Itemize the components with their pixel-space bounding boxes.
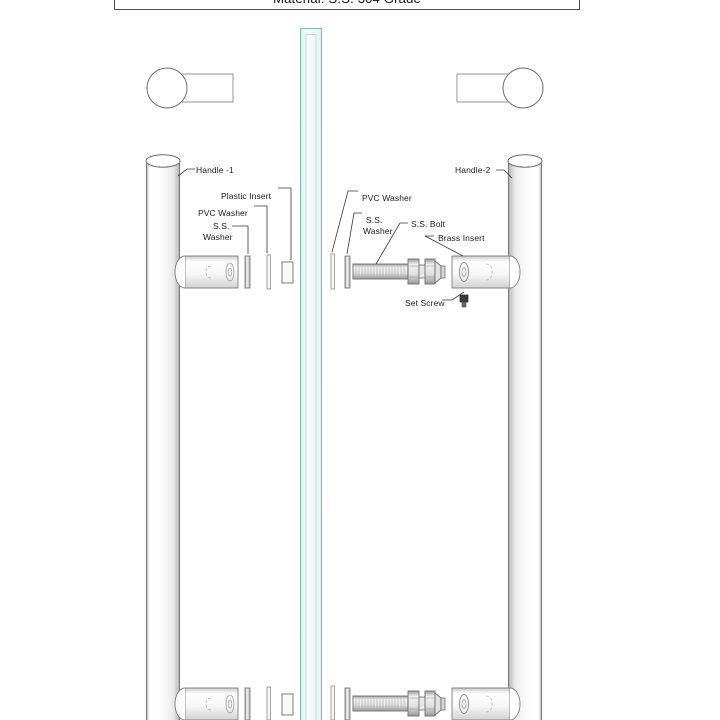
label-pvc-washer-right: PVC Washer xyxy=(362,193,412,203)
label-plastic-insert: Plastic Insert xyxy=(221,191,272,201)
upper-plastic-insert xyxy=(281,261,294,284)
lower-pvc-washer-right xyxy=(330,685,335,720)
lower-plastic-insert xyxy=(281,693,294,716)
upper-mount-assembly xyxy=(174,253,521,308)
label-pvc-washer-left: PVC Washer xyxy=(198,208,248,218)
lower-left-barrel xyxy=(174,687,239,720)
lower-mount-assembly xyxy=(174,685,521,720)
upper-pvc-washer-right xyxy=(330,253,335,290)
leader-handle-1 xyxy=(177,168,195,177)
upper-ss-washer-right xyxy=(344,255,351,289)
lower-ss-washer-right xyxy=(344,687,351,720)
label-ss-washer-right-line1: S.S. xyxy=(366,215,383,225)
leader-brass-insert xyxy=(424,235,464,257)
lower-brass-insert xyxy=(451,687,521,720)
top-section-left xyxy=(146,67,234,109)
leader-ss-washer-left xyxy=(232,225,249,254)
lower-pvc-washer-left xyxy=(266,686,271,720)
handle-1-tube xyxy=(145,154,181,720)
leader-pvc-washer-right xyxy=(331,190,358,253)
leader-lines xyxy=(177,168,513,301)
lower-ss-washer-left xyxy=(244,687,251,720)
title-block-text: Material: S.S. 304 Grade xyxy=(273,0,421,6)
handle-2-tube xyxy=(507,154,543,720)
label-ss-washer-right-line2: Washer xyxy=(363,226,393,236)
title-block: Material: S.S. 304 Grade xyxy=(114,0,580,10)
label-handle-1: Handle -1 xyxy=(196,165,234,175)
label-brass-insert: Brass Insert xyxy=(438,233,485,243)
leader-plastic-insert xyxy=(278,187,292,260)
label-ss-washer-left-line2: Washer xyxy=(203,232,233,242)
label-set-screw: Set Screw xyxy=(405,298,445,308)
lower-ss-bolt xyxy=(352,690,446,717)
leader-handle-2 xyxy=(496,169,513,179)
top-section-right xyxy=(456,67,544,109)
label-ss-bolt: S.S. Bolt xyxy=(411,219,445,229)
glass-panel xyxy=(299,28,323,720)
upper-ss-bolt xyxy=(352,258,446,285)
upper-pvc-washer-left xyxy=(266,254,271,290)
leader-pvc-washer-left xyxy=(254,205,268,253)
leader-ss-bolt xyxy=(375,222,408,265)
leader-ss-washer-right xyxy=(346,212,362,255)
upper-brass-insert xyxy=(451,255,521,289)
label-ss-washer-left-line1: S.S. xyxy=(213,221,230,231)
upper-ss-washer-left xyxy=(244,255,251,289)
leader-set-screw xyxy=(442,291,465,301)
label-handle-2: Handle-2 xyxy=(455,165,491,175)
upper-set-screw xyxy=(459,294,469,308)
upper-left-barrel xyxy=(174,255,239,289)
